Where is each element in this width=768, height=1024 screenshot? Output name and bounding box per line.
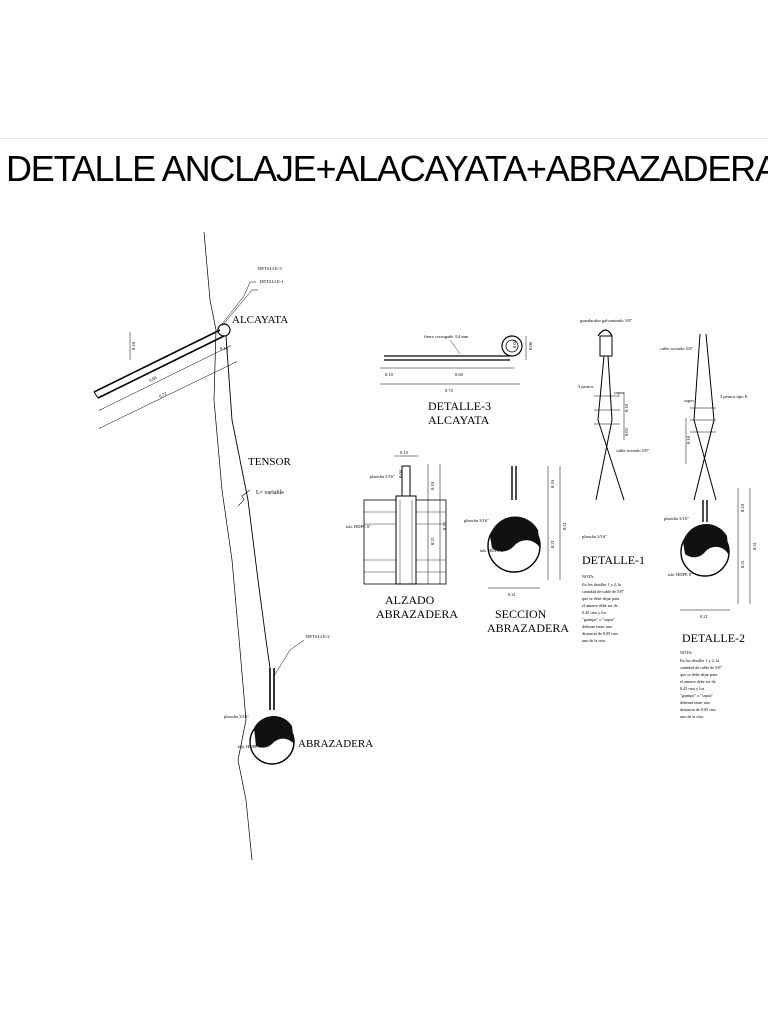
seccion-tube: tub. HDPE 8" — [480, 548, 505, 553]
alzado-abrazadera: 0.10 0.04 0.10 0.21 0.25 plancha 3/16" t… — [346, 450, 458, 621]
d2-note-line: que se debe dejar para — [680, 672, 717, 677]
drawing-title: DETALLE ANCLAJE+ALACAYATA+ABRAZADERA — [6, 148, 768, 189]
d1-note-line: el amarre debe ser de — [582, 603, 618, 608]
d2-dim-s: 0.10 — [686, 435, 691, 444]
detalle-3: fierro corrugado 3/4 mm 0.10 0.60 0.72 0… — [380, 334, 533, 427]
d2-note-line: 0.45 cms y los — [680, 686, 705, 691]
alzado-dim-w: 0.04 — [398, 469, 403, 478]
d2-dim-v3: 0.31 — [752, 542, 757, 550]
terrain-line — [203, 231, 253, 861]
seccion-title-2: ABRAZADERA — [487, 621, 569, 635]
d3-dim-left: 0.10 — [385, 372, 394, 377]
abrazadera-fill — [254, 716, 294, 748]
alzado-dim-h1: 0.10 — [430, 481, 435, 490]
d2-tube: tub. HDPE 8" — [668, 572, 693, 577]
label-length: L= variable — [256, 490, 284, 496]
d1-pernos: 3 pernos — [578, 384, 594, 389]
d3-dim-mid: 0.60 — [455, 372, 464, 377]
d1-note-line: uno de la otra. — [582, 638, 606, 643]
tensor-cable — [225, 335, 271, 669]
anchor-eye — [217, 323, 231, 337]
d2-note-line: En los detalles 1 y 2, la — [680, 658, 719, 664]
d2-note-line: uno de la otra. — [680, 714, 704, 719]
d2-pernos: 3 pernos tipo E — [720, 394, 748, 399]
main-plancha: plancha 3/16" — [224, 714, 249, 719]
d1-note-line: distancia de 0.05 cms — [582, 631, 618, 636]
main-dim-d: 0.10 — [220, 346, 229, 351]
d3-dim-eye: 0.04 — [512, 339, 517, 348]
seccion-dim-v3: 0.31 — [562, 522, 567, 530]
alzado-plancha: plancha 3/16" — [370, 474, 395, 479]
label-tensor: TENSOR — [248, 456, 291, 468]
callout-detalle3: DETALLE-3 — [258, 266, 282, 271]
main-dim-c: 0.10 — [131, 341, 136, 350]
main-view: 0.60 0.72 0.10 0.10 DETALLE-3 DETALLE-1 … — [93, 231, 373, 861]
seccion-fill — [490, 516, 540, 552]
d1-note-line: "grampo" o "sapos" — [582, 617, 615, 622]
d1-note-line: que se debe dejar para — [582, 596, 619, 601]
d2-title: DETALLE-2 — [682, 631, 745, 645]
d1-cable: cable acerado 5/8" — [616, 448, 649, 453]
d3-title-2: ALCAYATA — [428, 413, 490, 427]
callout-detalle2: DETALLE-2 — [306, 634, 330, 639]
seccion-abrazadera: 0.21 0.10 0.21 0.31 plancha 3/16" tub. H… — [464, 466, 569, 635]
detalle-2: cable acerado 5/8" sapos 3 pernos tipo E… — [660, 333, 757, 719]
d2-sapos: sapos — [684, 398, 694, 403]
seccion-title-1: SECCION — [495, 607, 547, 621]
d2-cable: cable acerado 5/8" — [660, 346, 693, 351]
seccion-plancha: plancha 3/16" — [464, 518, 489, 523]
d3-dim-total: 0.72 — [445, 388, 453, 393]
d2-dim-bottom: 0.21 — [700, 614, 708, 619]
main-tube: tub. HDPE 8" — [238, 744, 263, 749]
d1-dim-2: 0.05 — [624, 427, 629, 436]
d2-note-title: NOTA: — [680, 650, 692, 655]
alzado-tube: tub. HDPE 8" — [346, 524, 371, 529]
d2-note-line: distancia de 0.05 cms — [680, 707, 716, 712]
label-alcayata: ALCAYATA — [232, 314, 288, 326]
d2-note-line: "grampo" o "sapos" — [680, 693, 713, 698]
d1-note-line: deberan tener una — [582, 624, 612, 629]
d2-note-line: deberan tener una — [680, 700, 710, 705]
alzado-dim-h2: 0.21 — [430, 537, 435, 545]
d3-rod-note: fierro corrugado 3/4 mm — [424, 334, 469, 339]
d2-dim-v1: 0.10 — [740, 503, 745, 512]
alzado-title-2: ABRAZADERA — [376, 607, 458, 621]
main-dim-a: 0.60 — [148, 375, 158, 383]
seccion-dim-v1: 0.10 — [550, 479, 555, 488]
d1-grapas: sapos — [614, 390, 624, 395]
anchor-rod — [93, 329, 221, 393]
seccion-dim-v2: 0.21 — [550, 540, 555, 548]
d2-note-line: el amarre debe ser de — [680, 679, 716, 684]
detalle-1: guardacabo galvanizado 3/8" sapos 3 pern… — [578, 318, 649, 643]
label-abrazadera: ABRAZADERA — [298, 738, 373, 750]
seccion-dim-bottom: 0.21 — [508, 592, 516, 597]
detalle2-fill — [683, 524, 729, 558]
alzado-dim-h3: 0.25 — [442, 521, 447, 530]
alzado-dim-top: 0.10 — [400, 450, 409, 455]
d2-plancha: plancha 3/16" — [664, 516, 689, 521]
alzado-title-1: ALZADO — [385, 593, 435, 607]
d1-note-line: 0.45 cms y los — [582, 610, 607, 615]
main-dim-b: 0.72 — [158, 391, 167, 399]
d1-title: DETALLE-1 — [582, 553, 645, 567]
d1-dim-1: 0.10 — [624, 403, 629, 412]
d1-note-title: NOTA: — [582, 574, 594, 579]
d3-dim-right: 0.08 — [528, 341, 533, 350]
d1-note-line: cantidad de cable de 5/8" — [582, 589, 624, 594]
d1-top-note: guardacabo galvanizado 3/8" — [580, 318, 632, 323]
sheet-top-border — [0, 138, 768, 139]
d2-dim-v2: 0.21 — [740, 560, 745, 568]
d3-title-1: DETALLE-3 — [428, 399, 491, 413]
d1-plancha: plancha 3/16" — [582, 534, 607, 539]
callout-detalle1: DETALLE-1 — [260, 279, 284, 284]
d2-note-line: cantidad de cable de 5/8" — [680, 665, 722, 670]
d1-note-line: En los detalles 1 y 2, la — [582, 582, 621, 588]
